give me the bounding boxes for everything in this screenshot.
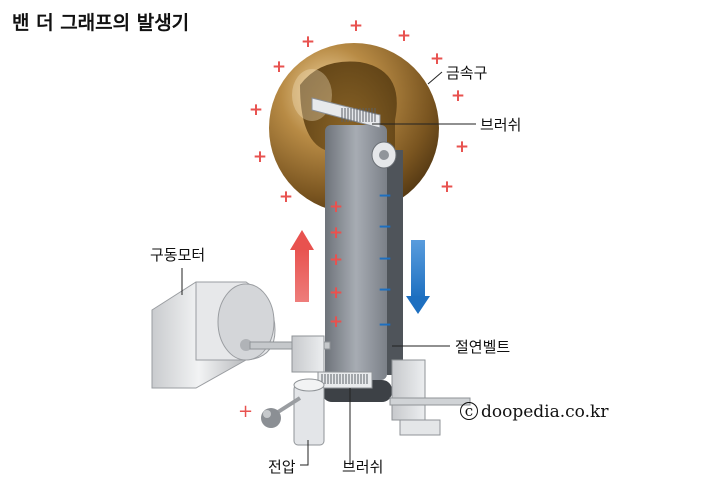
drive-motor	[151, 281, 331, 389]
positive-charge: +	[329, 283, 343, 303]
label-drive-motor: 구동모터	[150, 246, 206, 264]
label-metal-sphere: 금속구	[446, 64, 488, 82]
positive-charge: +	[279, 187, 293, 207]
negative-charge: −	[378, 249, 392, 269]
positive-charge: +	[455, 137, 469, 157]
sphere-charges: +++++++++++	[249, 16, 469, 207]
label-insulating-belt: 절연벨트	[455, 338, 511, 356]
negative-charge: −	[378, 315, 392, 335]
insulating-belt	[322, 125, 403, 402]
voltage-source	[261, 378, 325, 446]
positive-charge: +	[253, 147, 267, 167]
positive-charge: +	[329, 250, 343, 270]
positive-charge: +	[349, 16, 363, 36]
label-top-brush: 브러쉬	[480, 116, 522, 134]
negative-charge: −	[378, 280, 392, 300]
top-brush	[311, 97, 381, 129]
label-voltage: 전압	[268, 458, 296, 476]
positive-charge: +	[249, 100, 263, 120]
copyright-icon: c	[460, 402, 478, 420]
positive-charge: +	[272, 57, 286, 77]
bottom-brush	[317, 371, 373, 389]
base-frame	[291, 335, 471, 436]
positive-charge: +	[329, 197, 343, 217]
diagram-title: 밴 더 그래프의 발생기	[12, 12, 190, 34]
positive-charge: +	[440, 177, 454, 197]
positive-charge: +	[451, 86, 465, 106]
negative-charge: −	[378, 186, 392, 206]
credit-domain: doopedia.co.kr	[481, 402, 609, 422]
positive-charge: +	[301, 32, 315, 52]
positive-charge: +	[329, 312, 343, 332]
positive-charge: +	[329, 223, 343, 243]
label-bottom-brush: 브러쉬	[342, 458, 384, 476]
leader-lines	[181, 71, 476, 466]
positive-charge: +	[397, 26, 411, 46]
negative-charge: −	[378, 217, 392, 237]
upward-arrow	[290, 230, 314, 302]
positive-charge: +	[430, 49, 444, 69]
belt-charges: + + + + + − − − − −	[329, 186, 392, 335]
downward-arrow	[406, 240, 430, 314]
voltage-source-charge: +	[238, 401, 253, 422]
